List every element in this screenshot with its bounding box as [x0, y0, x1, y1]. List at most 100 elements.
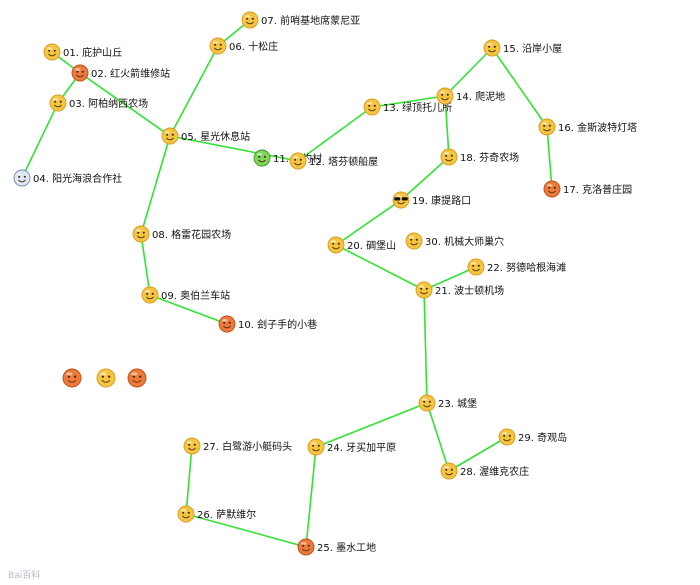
node-label: 15. 沿岸小屋: [503, 43, 562, 55]
node-17[interactable]: 17. 克洛普庄园: [543, 180, 632, 198]
red-face-icon: [127, 368, 147, 388]
edge-02-05: [79, 72, 171, 137]
nodes-layer: 01. 庇护山丘 02. 红火箭维修站 03. 阿柏纳西农场 04. 阳光海浪合作社 0…: [13, 11, 637, 556]
grimace-face-icon: [96, 368, 116, 388]
edge-05-08: [140, 135, 171, 235]
smiley-face-icon: [436, 87, 454, 105]
smiley-face-icon: [297, 538, 315, 556]
node-label: 18. 芬奇农场: [460, 151, 519, 164]
smiley-face-icon: [161, 127, 179, 145]
node-label: 06. 十松庄: [229, 40, 278, 53]
node-label: 10. 刽子手的小巷: [238, 318, 317, 331]
node-23[interactable]: 23. 城堡: [418, 394, 477, 412]
node-18[interactable]: 18. 芬奇农场: [440, 148, 519, 166]
smiley-face-icon: [483, 39, 501, 57]
watermark: Bai百科: [8, 571, 41, 581]
edge-18-19: [400, 156, 450, 201]
smiley-face-icon: [209, 37, 227, 55]
node-label: 24. 牙买加平原: [327, 442, 396, 454]
edge-25-26: [185, 513, 307, 548]
node-22[interactable]: 22. 努德哈根海滩: [467, 258, 566, 276]
smiley-face-icon: [543, 180, 561, 198]
node-label: 07. 前哨基地席蒙尼亚: [261, 14, 360, 27]
smiley-face-icon: [289, 152, 307, 170]
smiley-face-icon: [253, 149, 271, 167]
edge-14-18: [444, 95, 450, 158]
node-10[interactable]: 10. 刽子手的小巷: [218, 315, 317, 333]
edge-03-04: [21, 102, 59, 179]
node-04[interactable]: 04. 阳光海浪合作社: [13, 169, 122, 187]
node-29[interactable]: 29. 奇观岛: [498, 428, 567, 446]
smiley-face-icon: [183, 437, 201, 455]
node-19[interactable]: 19. 康提路口: [392, 191, 471, 209]
edge-05-12: [169, 135, 299, 162]
node-20[interactable]: 20. 碉堡山: [327, 236, 396, 254]
smiley-face-icon: [440, 462, 458, 480]
edge-24-25: [305, 446, 317, 548]
node-label: 25. 墨水工地: [317, 541, 376, 554]
edge-15-16: [491, 47, 548, 128]
node-30[interactable]: 30. 机械大师巢穴: [405, 232, 504, 250]
node-27[interactable]: 27. 白鹭游小艇码头: [183, 437, 292, 455]
node-09[interactable]: 09. 奥伯兰车站: [141, 286, 230, 304]
node-label: 29. 奇观岛: [518, 431, 567, 444]
node-label: 14. 爬泥地: [456, 90, 505, 103]
node-label: 08. 格雷花园农场: [152, 228, 231, 241]
smiley-face-icon: [440, 148, 458, 166]
smiley-face-icon: [71, 64, 89, 82]
node-28[interactable]: 28. 渥维克农庄: [440, 462, 529, 480]
edge-21-22: [423, 266, 477, 291]
node-label: 21. 波士顿机场: [435, 284, 504, 297]
node-01[interactable]: 01. 庇护山丘: [43, 43, 122, 61]
node-label: 16. 金斯波特灯塔: [558, 121, 637, 134]
smiley-face-icon: [49, 94, 67, 112]
node-16[interactable]: 16. 金斯波特灯塔: [538, 118, 637, 136]
smiley-face-icon: [327, 236, 345, 254]
node-13[interactable]: 13. 绿顶托儿所: [363, 98, 452, 116]
smiley-face-icon: [132, 225, 150, 243]
smiley-face-icon: [43, 43, 61, 61]
smiley-face-icon: [13, 169, 31, 187]
edge-19-20: [335, 199, 402, 246]
node-label: 05. 星光休息站: [181, 130, 250, 143]
node-06[interactable]: 06. 十松庄: [209, 37, 278, 55]
node-label: 17. 克洛普庄园: [563, 183, 632, 196]
node-03[interactable]: 03. 阿柏纳西农场: [49, 94, 148, 112]
node-26[interactable]: 26. 萨默维尔: [177, 505, 256, 523]
node-label: 02. 红火箭维修站: [91, 67, 170, 80]
edge-26-27: [185, 445, 193, 515]
node-label: 26. 萨默维尔: [197, 508, 256, 521]
node-label: 03. 阿柏纳西农场: [69, 97, 148, 110]
smiley-face-icon: [218, 315, 236, 333]
edge-12-13: [297, 106, 373, 162]
edge-23-28: [426, 402, 450, 472]
node-05[interactable]: 05. 星光休息站: [161, 127, 250, 145]
node-15[interactable]: 15. 沿岸小屋: [483, 39, 562, 57]
smiley-face-icon: [141, 286, 159, 304]
angry-face-icon: [62, 368, 82, 388]
edge-05-06: [169, 45, 219, 137]
node-02[interactable]: 02. 红火箭维修站: [71, 64, 170, 82]
node-label: 20. 碉堡山: [347, 239, 396, 252]
node-24[interactable]: 24. 牙买加平原: [307, 438, 396, 456]
edge-20-21: [335, 244, 425, 291]
smiley-face-icon: [538, 118, 556, 136]
smiley-face-icon: [415, 281, 433, 299]
node-label: 09. 奥伯兰车站: [161, 289, 230, 302]
node-label: 27. 白鹭游小艇码头: [203, 440, 292, 453]
node-label: 28. 渥维克农庄: [460, 465, 529, 478]
smiley-face-icon: [418, 394, 436, 412]
node-label: 12. 塔芬顿船屋: [309, 155, 378, 168]
node-12[interactable]: 12. 塔芬顿船屋: [289, 152, 378, 170]
node-25[interactable]: 25. 墨水工地: [297, 538, 376, 556]
node-21[interactable]: 21. 波士顿机场: [415, 281, 504, 299]
edge-21-23: [423, 289, 428, 404]
node-label: 01. 庇护山丘: [63, 46, 122, 59]
node-14[interactable]: 14. 爬泥地: [436, 87, 505, 105]
smiley-face-icon: [363, 98, 381, 116]
node-08[interactable]: 08. 格雷花园农场: [132, 225, 231, 243]
node-label: 22. 努德哈根海滩: [487, 261, 566, 274]
node-07[interactable]: 07. 前哨基地席蒙尼亚: [241, 11, 360, 29]
edge-28-29: [448, 436, 508, 472]
